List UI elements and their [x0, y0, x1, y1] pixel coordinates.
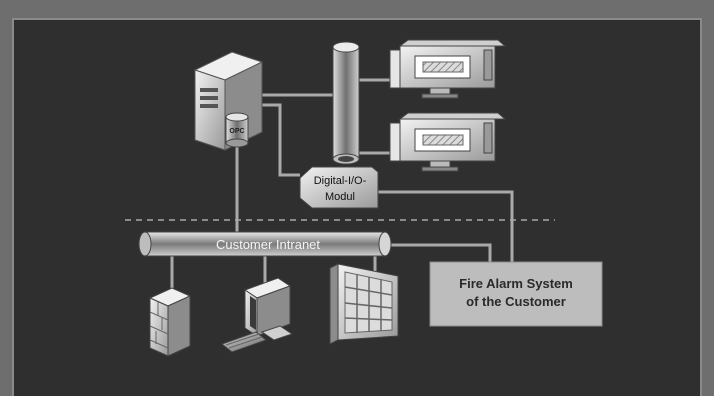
intranet-label: Customer Intranet	[216, 237, 320, 252]
server-to-io-line	[262, 103, 300, 177]
io-to-fire-alarm-line	[372, 190, 514, 262]
fire-alarm-label-line1: Fire Alarm System	[459, 276, 573, 291]
intranet-to-fire-alarm-line	[385, 243, 492, 262]
firewall-icon	[148, 287, 192, 357]
digital-io-module	[299, 166, 379, 209]
fire-alarm-label-line2: of the Customer	[466, 294, 566, 309]
thermal-camera-icon	[389, 39, 507, 99]
display-panel-icon	[329, 263, 399, 345]
io-module-label-line1: Digital-I/O-	[314, 175, 367, 187]
workstation-icon	[220, 277, 294, 353]
opc-label: OPC	[229, 128, 244, 135]
opc-database-icon	[225, 112, 249, 148]
camera-bus-cylinder-icon	[332, 41, 360, 165]
thermal-camera-icon	[389, 112, 507, 172]
fire-alarm-system-box	[429, 261, 603, 327]
io-module-label-line2: Modul	[325, 191, 355, 203]
customer-intranet-pipe	[138, 231, 392, 257]
